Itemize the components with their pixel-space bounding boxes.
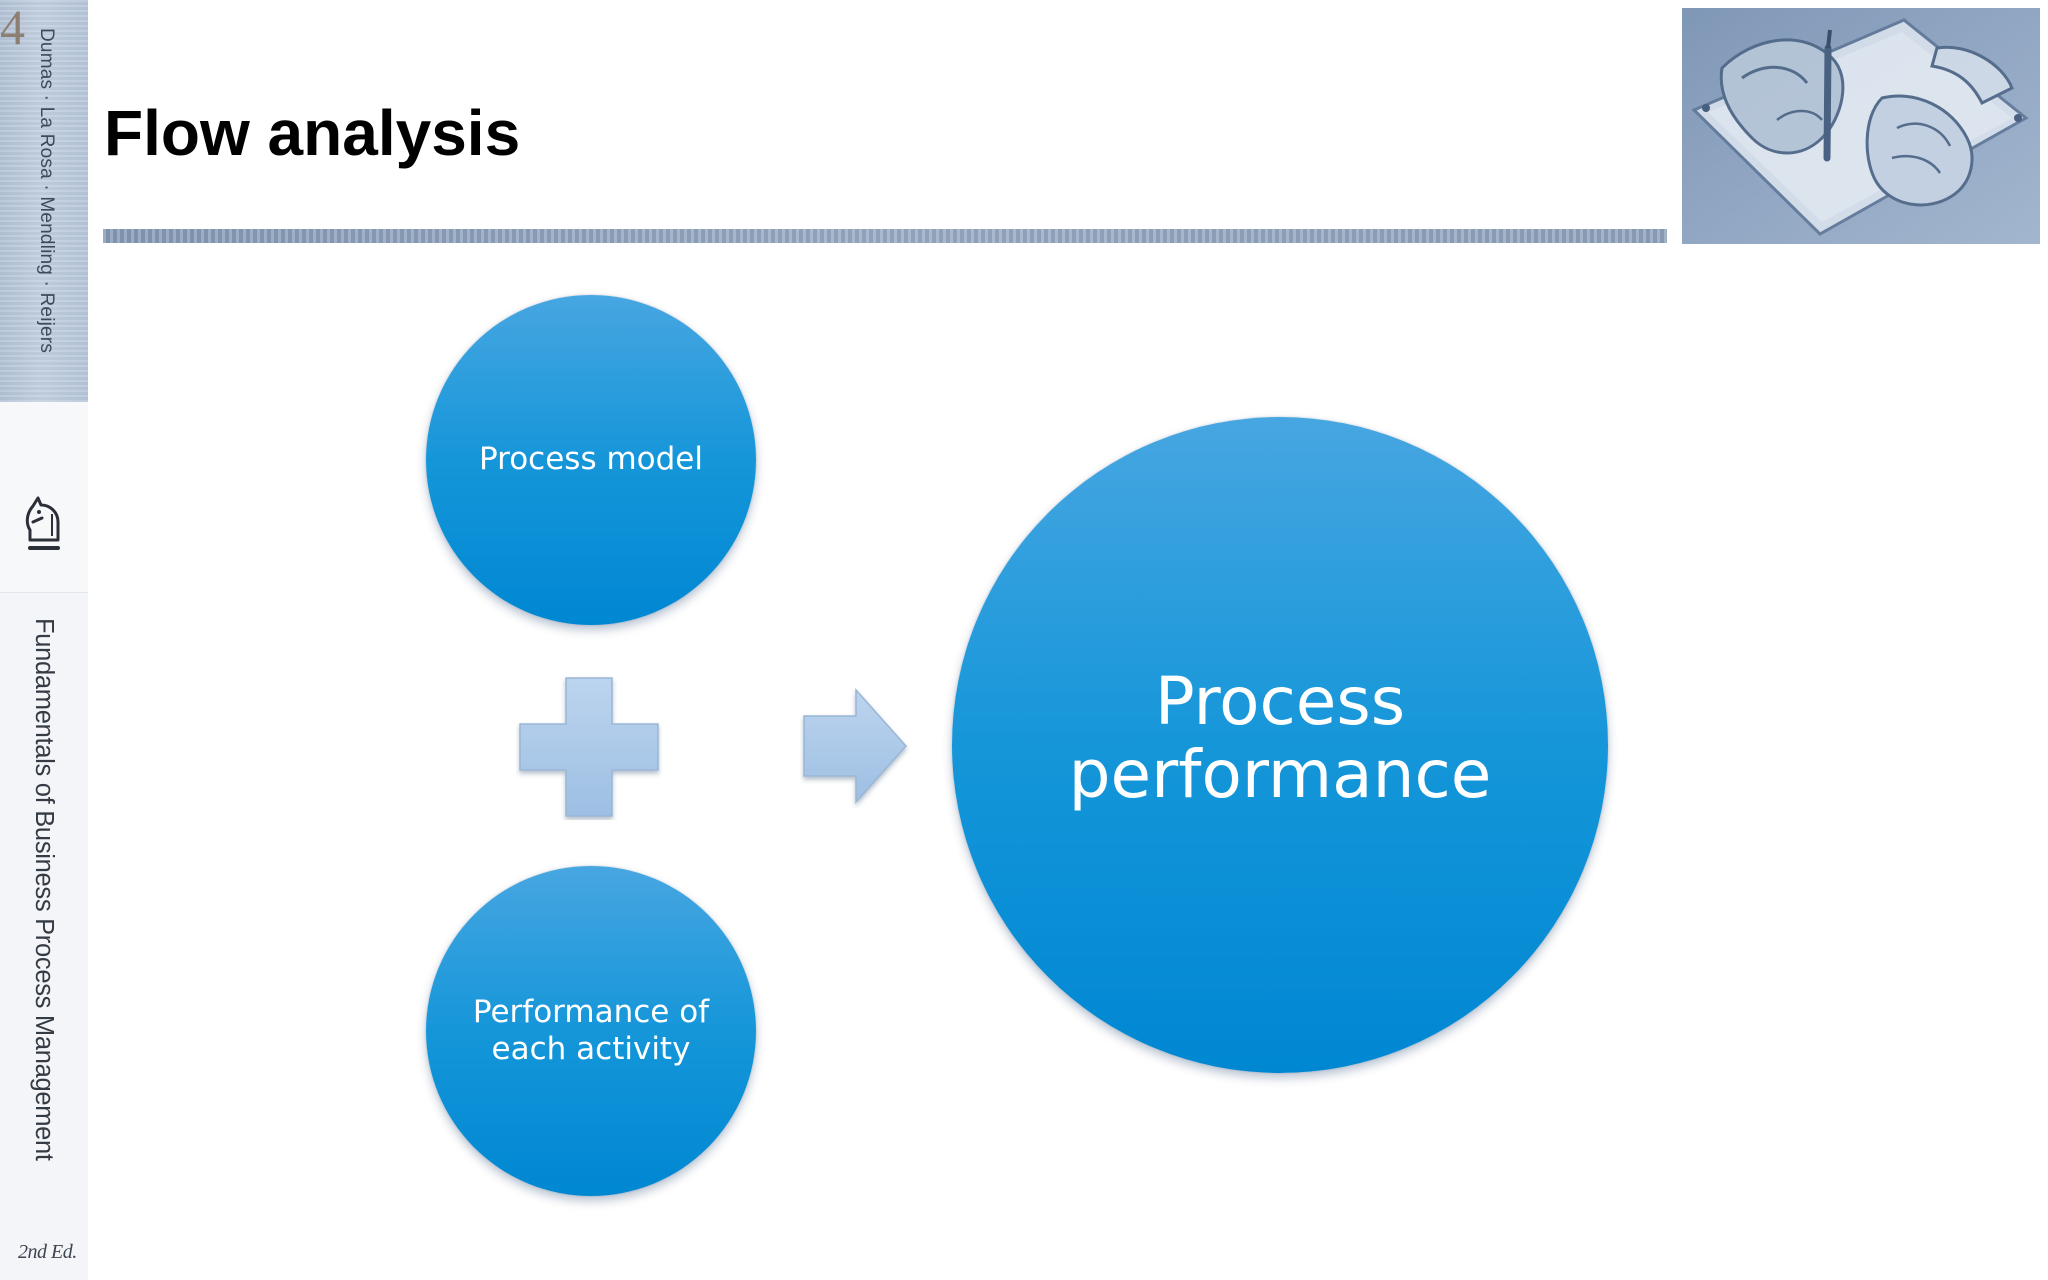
book-spine: 4 Dumas · La Rosa · Mendling · Reijers F… <box>0 0 88 1280</box>
right-arrow-icon <box>803 688 908 804</box>
drawing-hands-illustration <box>1682 8 2040 244</box>
page-title: Flow analysis <box>104 97 521 169</box>
activity-performance-label: Performance of each activity <box>472 993 710 1067</box>
drawing-hands-icon <box>1682 8 2040 244</box>
spine-top-band <box>0 0 88 402</box>
process-performance-circle: Process performance <box>952 417 1608 1073</box>
knight-chess-piece-icon <box>25 496 60 550</box>
activity-performance-circle: Performance of each activity <box>426 866 756 1196</box>
spine-authors: Dumas · La Rosa · Mendling · Reijers <box>36 28 57 354</box>
process-performance-label: Process performance <box>1068 663 1492 813</box>
title-divider <box>103 229 1667 243</box>
chapter-number: 4 <box>0 0 25 55</box>
book-title: Fundamentals of Business Process Managem… <box>30 618 58 1161</box>
plus-icon <box>519 677 659 817</box>
process-model-label: Process model <box>479 441 703 478</box>
edition-label: 2nd Ed. <box>18 1241 77 1263</box>
spine-emblem-area <box>0 402 88 593</box>
process-model-circle: Process model <box>426 295 756 625</box>
